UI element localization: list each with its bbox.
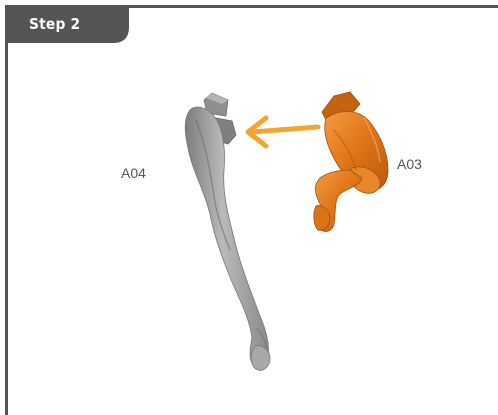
arrow-left-icon: [248, 118, 318, 146]
part-label-a04: A04: [121, 165, 146, 181]
part-label-a03: A03: [397, 156, 422, 172]
part-a03: [314, 92, 388, 231]
part-a04: [185, 93, 270, 370]
